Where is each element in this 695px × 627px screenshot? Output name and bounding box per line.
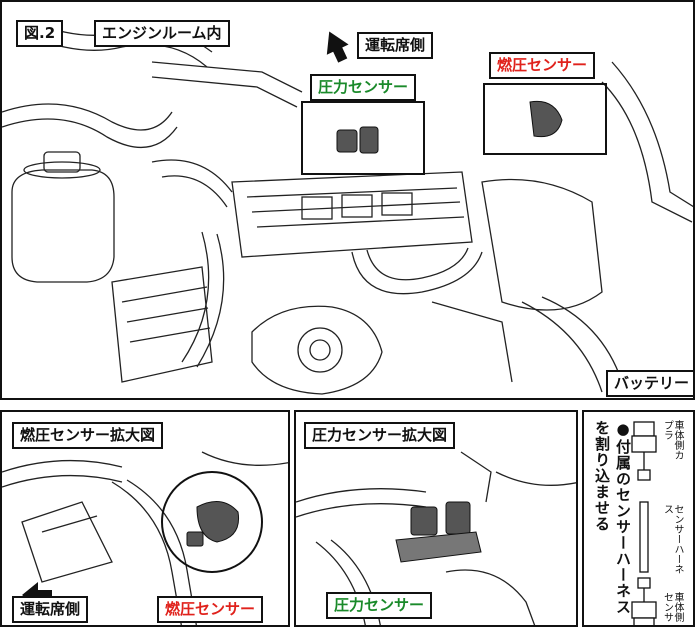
fuel-sensor-zoom-illustration bbox=[2, 451, 288, 625]
harness-diagram bbox=[631, 421, 657, 625]
pressure-sensor-zoom-panel: 圧力センサー拡大図 圧力センサー bbox=[294, 410, 578, 627]
fuel-pressure-sensor-label: 燃圧センサー bbox=[489, 52, 596, 79]
body-side-sensor-label: 車体側センサ bbox=[661, 592, 684, 622]
fuel-zoom-title: 燃圧センサー拡大図 bbox=[12, 422, 164, 449]
sensor-harness-label: センサーハーネス bbox=[661, 504, 684, 574]
pressure-zoom-title: 圧力センサー拡大図 bbox=[304, 422, 456, 449]
fuel-zoom-driver-side-label: 運転席側 bbox=[12, 596, 89, 623]
fuel-sensor-zoom-panel: 燃圧センサー拡大図 運転席側 燃圧センサー bbox=[0, 410, 290, 627]
pressure-sensor-label: 圧力センサー bbox=[310, 74, 417, 101]
pressure-sensor-zoom-illustration bbox=[296, 451, 576, 625]
engine-room-title: エンジンルーム内 bbox=[94, 20, 230, 47]
figure-number-label: 図.2 bbox=[16, 20, 64, 47]
harness-instruction: ●付属のセンサーハーネスを割り込ませる bbox=[593, 420, 632, 615]
harness-panel: ●付属のセンサーハーネスを割り込ませる 車体側カプラ センサーハーネス 車体側セ… bbox=[582, 410, 695, 627]
driver-side-label: 運転席側 bbox=[357, 32, 434, 59]
battery-label: バッテリー bbox=[606, 370, 693, 397]
engine-room-illustration bbox=[2, 21, 693, 395]
fuel-zoom-sensor-label: 燃圧センサー bbox=[157, 596, 264, 623]
engine-room-panel: 図.2 エンジンルーム内 運転席側 圧力センサー 燃圧センサー バッテリー bbox=[0, 0, 695, 400]
pressure-zoom-sensor-label: 圧力センサー bbox=[326, 592, 433, 619]
body-coupler-label: 車体側カプラ bbox=[661, 420, 684, 460]
